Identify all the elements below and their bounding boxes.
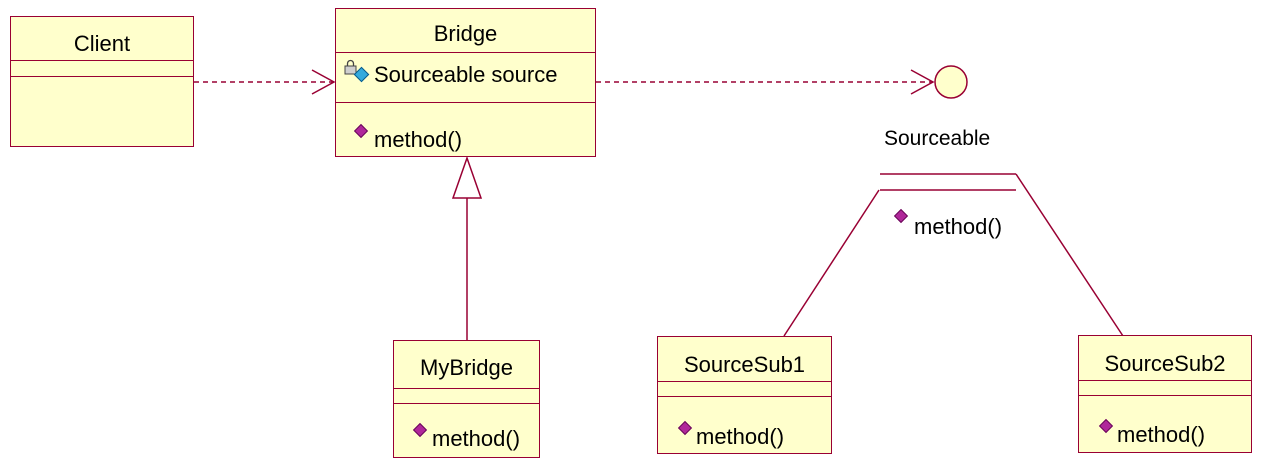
compartment-divider (336, 52, 595, 53)
class-mybridge[interactable]: MyBridge method() (393, 340, 540, 458)
realization-sourcesub2 (1015, 173, 1124, 337)
operation-method: method() (1117, 422, 1206, 447)
class-sourcesub1[interactable]: SourceSub1 method() (657, 336, 832, 454)
operation-icon (1098, 418, 1114, 434)
class-name: MyBridge (420, 355, 513, 380)
class-name: Bridge (433, 21, 498, 46)
interface-operation: method() (914, 214, 1003, 239)
compartment-divider (336, 102, 595, 103)
class-client[interactable]: Client (10, 16, 194, 147)
compartment-divider (1079, 380, 1251, 381)
interface-name: Sourceable (884, 127, 991, 150)
class-bridge[interactable]: Bridge Sourceable source method() (335, 8, 596, 157)
operation-method: method() (374, 127, 463, 152)
interface-circle (934, 65, 968, 99)
realization-sourcesub1 (783, 189, 880, 337)
attribute-sourceable-source: Sourceable source (374, 62, 558, 87)
class-name: Client (73, 31, 131, 56)
operation-method: method() (696, 424, 785, 449)
dependency-arrowhead (910, 69, 935, 95)
class-name: SourceSub1 (683, 352, 806, 377)
compartment-divider (394, 403, 539, 404)
dependency-arrowhead (311, 69, 336, 95)
compartment-divider (1079, 395, 1251, 396)
lock-icon (344, 59, 357, 75)
operation-method: method() (432, 426, 521, 451)
compartment-divider (658, 396, 831, 397)
class-name: SourceSub2 (1104, 351, 1226, 376)
operation-icon (353, 123, 369, 139)
operation-icon (412, 422, 428, 438)
class-sourcesub2[interactable]: SourceSub2 method() (1078, 335, 1252, 453)
operation-icon (677, 420, 693, 436)
compartment-divider (11, 60, 193, 61)
compartment-divider (11, 76, 193, 77)
compartment-divider (658, 381, 831, 382)
compartment-divider (394, 388, 539, 389)
generalization-arrowhead (451, 155, 483, 199)
